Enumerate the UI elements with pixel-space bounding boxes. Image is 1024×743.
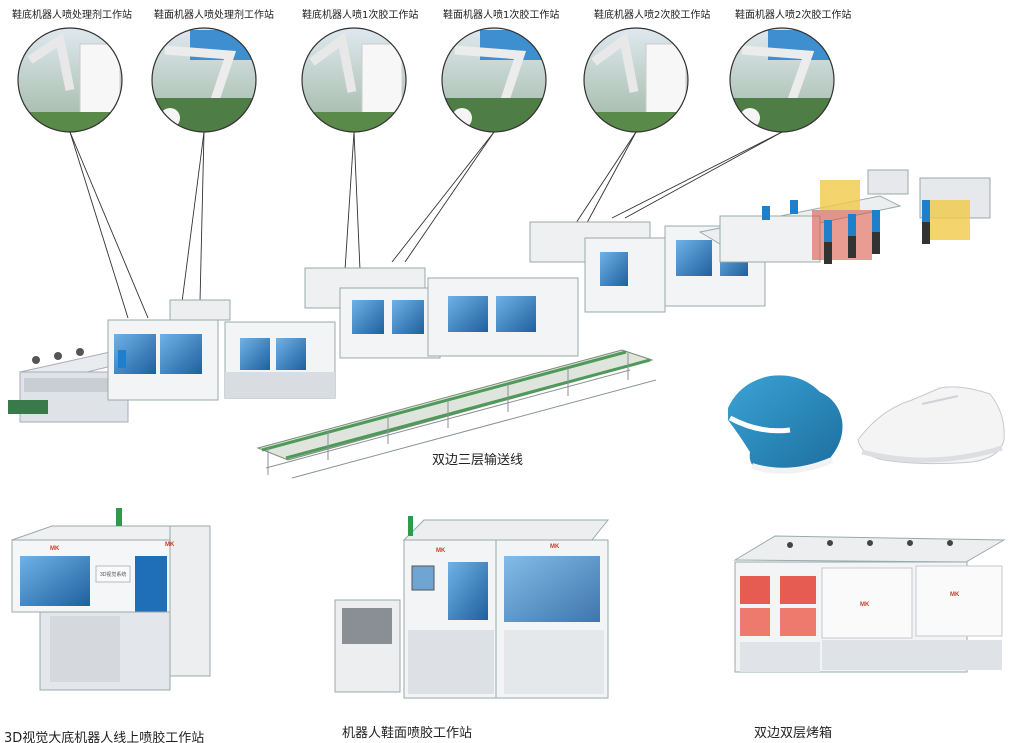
oven-drawing: [733, 535, 1006, 673]
station-label-sole-glue-1: 鞋底机器人喷1次胶工作站: [302, 10, 419, 21]
station-label-upper-glue-2: 鞋面机器人喷2次胶工作站: [735, 10, 852, 21]
conveyor-label: 双边三层输送线: [432, 453, 524, 468]
svg-text:MK: MK: [50, 546, 60, 552]
svg-text:MK: MK: [436, 548, 446, 554]
upper-station-drawing: [334, 516, 610, 699]
oven-label: 双边双层烤箱: [754, 726, 833, 741]
callout-lines: [69, 131, 783, 319]
station-label-sole-glue-2: 鞋底机器人喷2次胶工作站: [594, 10, 711, 21]
white-shoe: [857, 386, 1005, 465]
station-label-upper-primer: 鞋面机器人喷处理剂工作站: [154, 10, 274, 21]
svg-text:MK: MK: [550, 544, 560, 550]
station-label-upper-glue-1: 鞋面机器人喷1次胶工作站: [443, 10, 560, 21]
panel-text: 3D视觉系统: [100, 571, 126, 578]
vision-station-label: 3D视觉大底机器人线上喷胶工作站: [4, 731, 205, 743]
brand-marks: MK MK MK MK MK MK: [50, 542, 960, 608]
production-line: [8, 169, 991, 423]
station-label-sole-primer: 鞋底机器人喷处理剂工作站: [12, 10, 132, 21]
upper-station-label: 机器人鞋面喷胶工作站: [342, 726, 473, 741]
svg-text:MK: MK: [950, 592, 960, 598]
robot-view-circles: [17, 27, 835, 133]
conveyor-line-drawing: [256, 349, 657, 479]
blue-shoe: [728, 375, 843, 474]
svg-text:MK: MK: [165, 542, 175, 548]
vision-station-drawing: [11, 508, 211, 691]
svg-text:MK: MK: [860, 602, 870, 608]
